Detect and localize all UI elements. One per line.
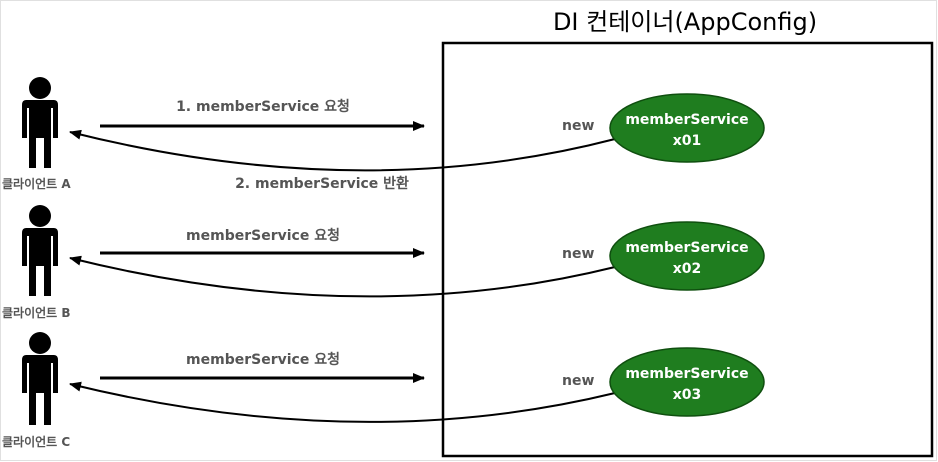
request-label: memberService 요청 <box>186 352 340 368</box>
bean-name: memberService <box>625 240 748 256</box>
client-label: 클라이언트 B <box>2 305 71 320</box>
new-label: new <box>562 118 594 134</box>
bean-ellipse <box>609 221 765 291</box>
return-arrow <box>69 129 616 172</box>
bean-instance: x02 <box>673 261 702 277</box>
bean-ellipse <box>609 347 765 417</box>
client-b: 클라이언트 B <box>2 205 71 320</box>
bean-instance: x03 <box>673 387 702 403</box>
person-icon <box>22 77 58 168</box>
bean-memberservice-x02: memberService x02 <box>609 221 765 291</box>
client-label: 클라이언트 C <box>2 434 70 449</box>
client-a: 클라이언트 A <box>2 77 71 191</box>
bean-memberservice-x01: memberService x01 <box>609 93 765 163</box>
bean-instance: x01 <box>673 133 702 149</box>
client-c: 클라이언트 C <box>2 332 70 449</box>
person-icon <box>22 332 58 425</box>
return-arrow <box>69 255 616 298</box>
new-label: new <box>562 246 594 262</box>
new-label: new <box>562 373 594 389</box>
request-label: memberService 요청 <box>186 228 340 244</box>
client-label: 클라이언트 A <box>2 176 71 191</box>
bean-ellipse <box>609 93 765 163</box>
di-container-box <box>441 41 934 458</box>
bean-name: memberService <box>625 366 748 382</box>
return-label: 2. memberService 반환 <box>235 175 409 192</box>
container-title: DI 컨테이너(AppConfig) <box>553 8 817 36</box>
person-icon <box>22 205 58 296</box>
request-label: 1. memberService 요청 <box>176 99 350 115</box>
bean-memberservice-x03: memberService x03 <box>609 347 765 417</box>
bean-name: memberService <box>625 112 748 128</box>
return-arrow <box>69 381 616 423</box>
